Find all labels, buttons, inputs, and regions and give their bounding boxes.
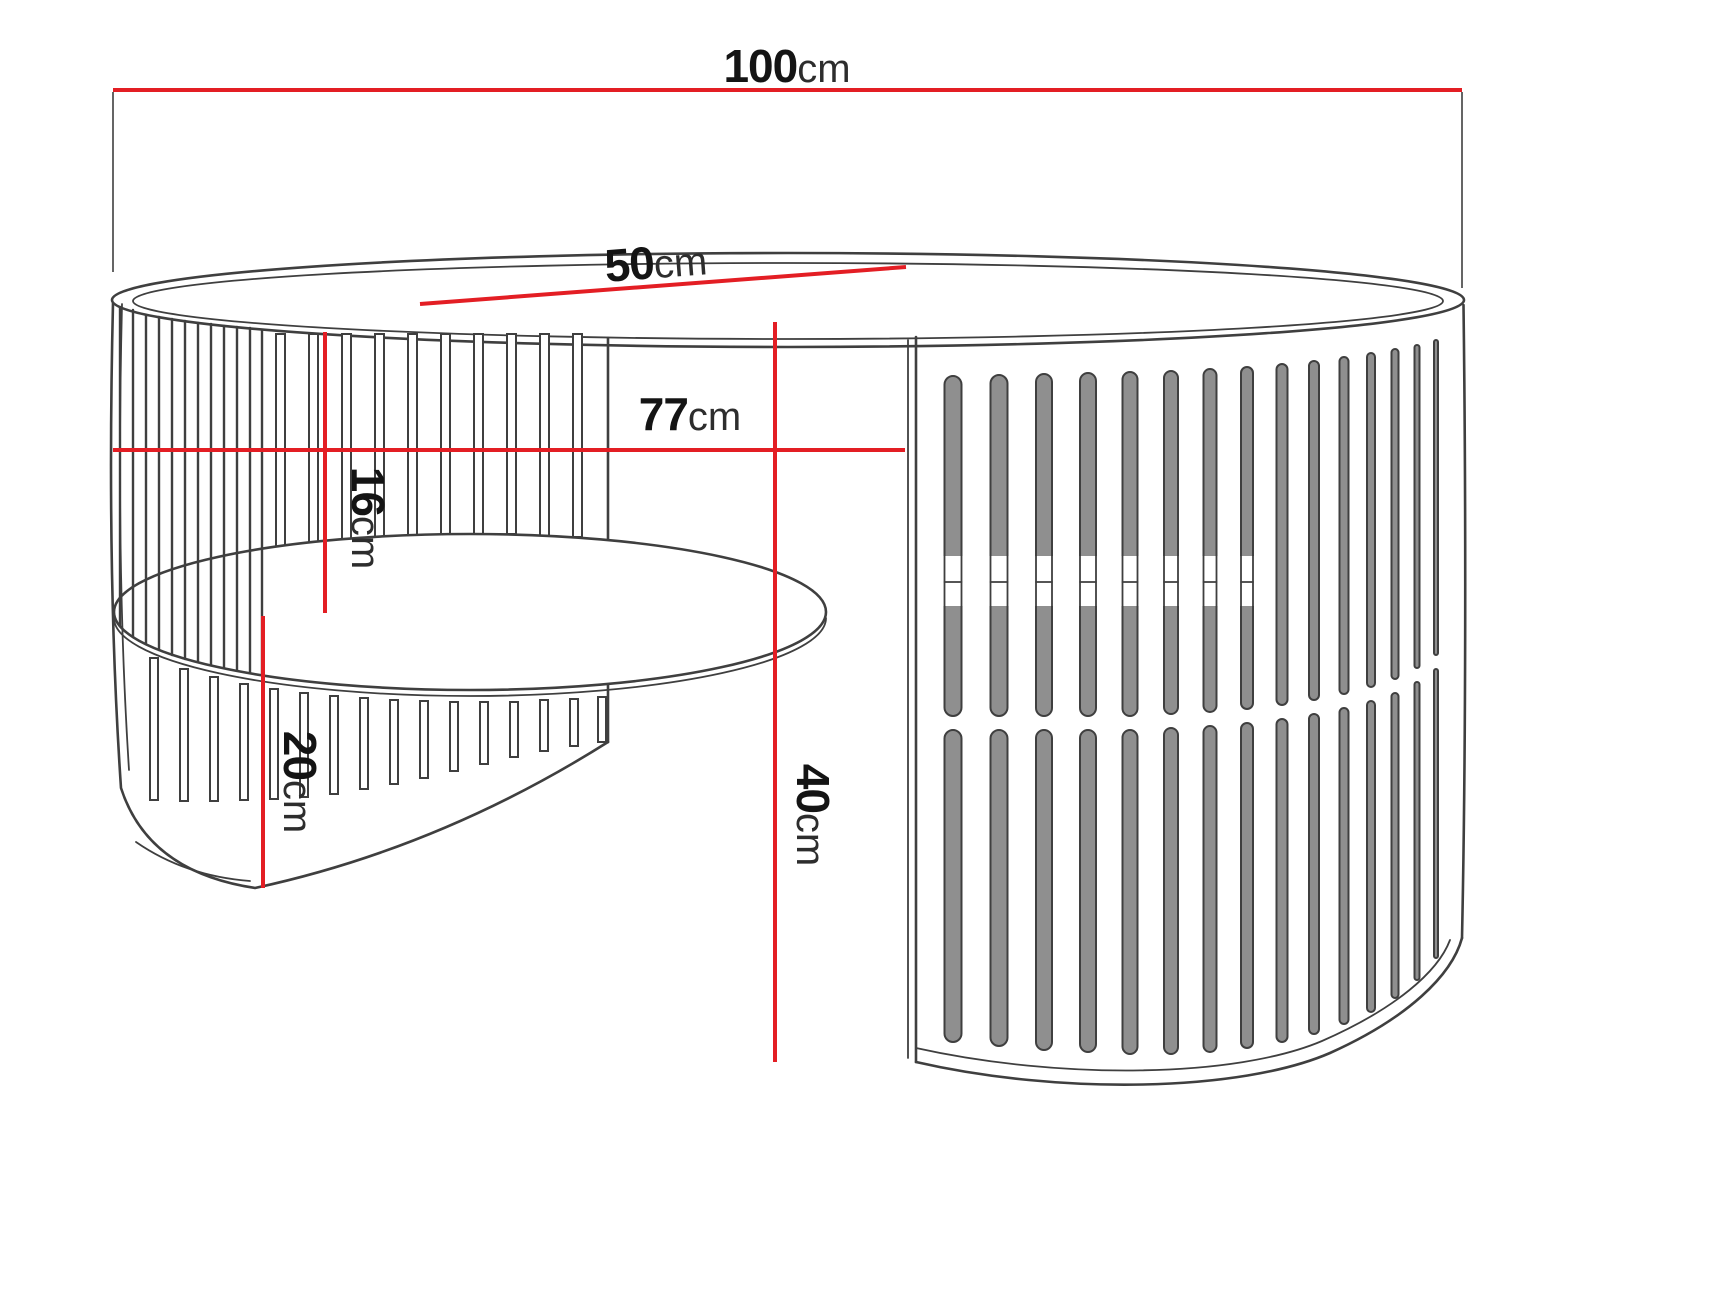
shelf — [112, 532, 828, 697]
inner-width-value: 77 — [639, 388, 688, 440]
base-height-unit: cm — [275, 780, 319, 833]
top-to-shelf-value: 16 — [342, 467, 394, 516]
under-shelf-slats — [149, 657, 607, 802]
width-unit: cm — [797, 47, 850, 91]
depth-label: 50cm — [603, 232, 709, 292]
inner-width-label: 77cm — [639, 388, 742, 440]
drum-slots-upper — [943, 339, 1439, 717]
dimension-labels: 100cm 50cm 77cm 16cm 20cm 40cm — [274, 40, 851, 866]
height-label: 40cm — [787, 764, 839, 867]
left-shell-and-base — [109, 301, 610, 890]
base-height-value: 20 — [274, 731, 326, 780]
height-unit: cm — [788, 813, 832, 866]
dimension-lines — [112, 88, 1463, 1062]
depth-value: 50 — [603, 236, 656, 292]
depth-unit: cm — [652, 239, 708, 287]
depth-dimension-line — [419, 265, 907, 306]
inner-width-unit: cm — [688, 395, 741, 439]
drum-slots-lower — [943, 668, 1439, 1055]
top-to-shelf-label: 16cm — [342, 467, 394, 570]
width-value: 100 — [723, 40, 797, 92]
width-label: 100cm — [723, 40, 850, 92]
table-top — [110, 251, 1466, 349]
back-slats — [275, 333, 583, 548]
top-to-shelf-unit: cm — [343, 516, 387, 569]
right-drum — [907, 303, 1467, 1086]
height-value: 40 — [787, 764, 839, 813]
shelf-through-slots — [932, 555, 1262, 607]
base-height-label: 20cm — [274, 731, 326, 834]
